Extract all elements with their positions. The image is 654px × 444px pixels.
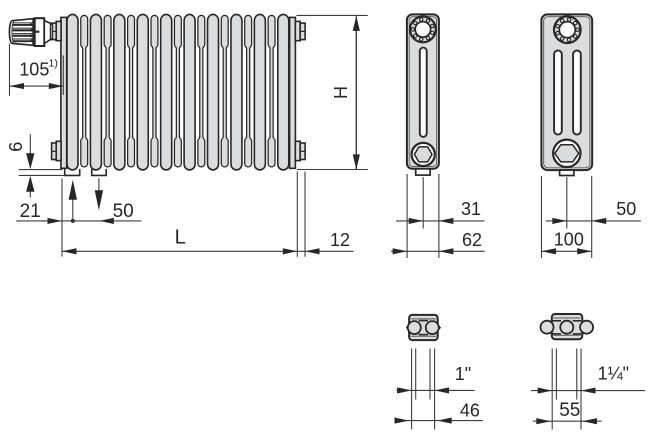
- svg-text:31: 31: [461, 199, 481, 219]
- svg-text:L: L: [175, 226, 186, 248]
- svg-text:1¼": 1¼": [598, 363, 629, 383]
- svg-text:6: 6: [6, 142, 26, 152]
- svg-text:1": 1": [455, 364, 471, 384]
- svg-text:100: 100: [554, 229, 584, 249]
- svg-text:21: 21: [20, 201, 41, 222]
- svg-text:55: 55: [559, 400, 580, 421]
- svg-text:H: H: [331, 86, 351, 99]
- svg-text:46: 46: [460, 401, 480, 421]
- svg-text:12: 12: [330, 230, 350, 250]
- svg-text:50: 50: [113, 201, 134, 222]
- svg-text:62: 62: [462, 230, 482, 250]
- svg-text:105: 105: [19, 59, 49, 79]
- svg-text:50: 50: [616, 199, 636, 219]
- svg-text:1): 1): [49, 57, 58, 69]
